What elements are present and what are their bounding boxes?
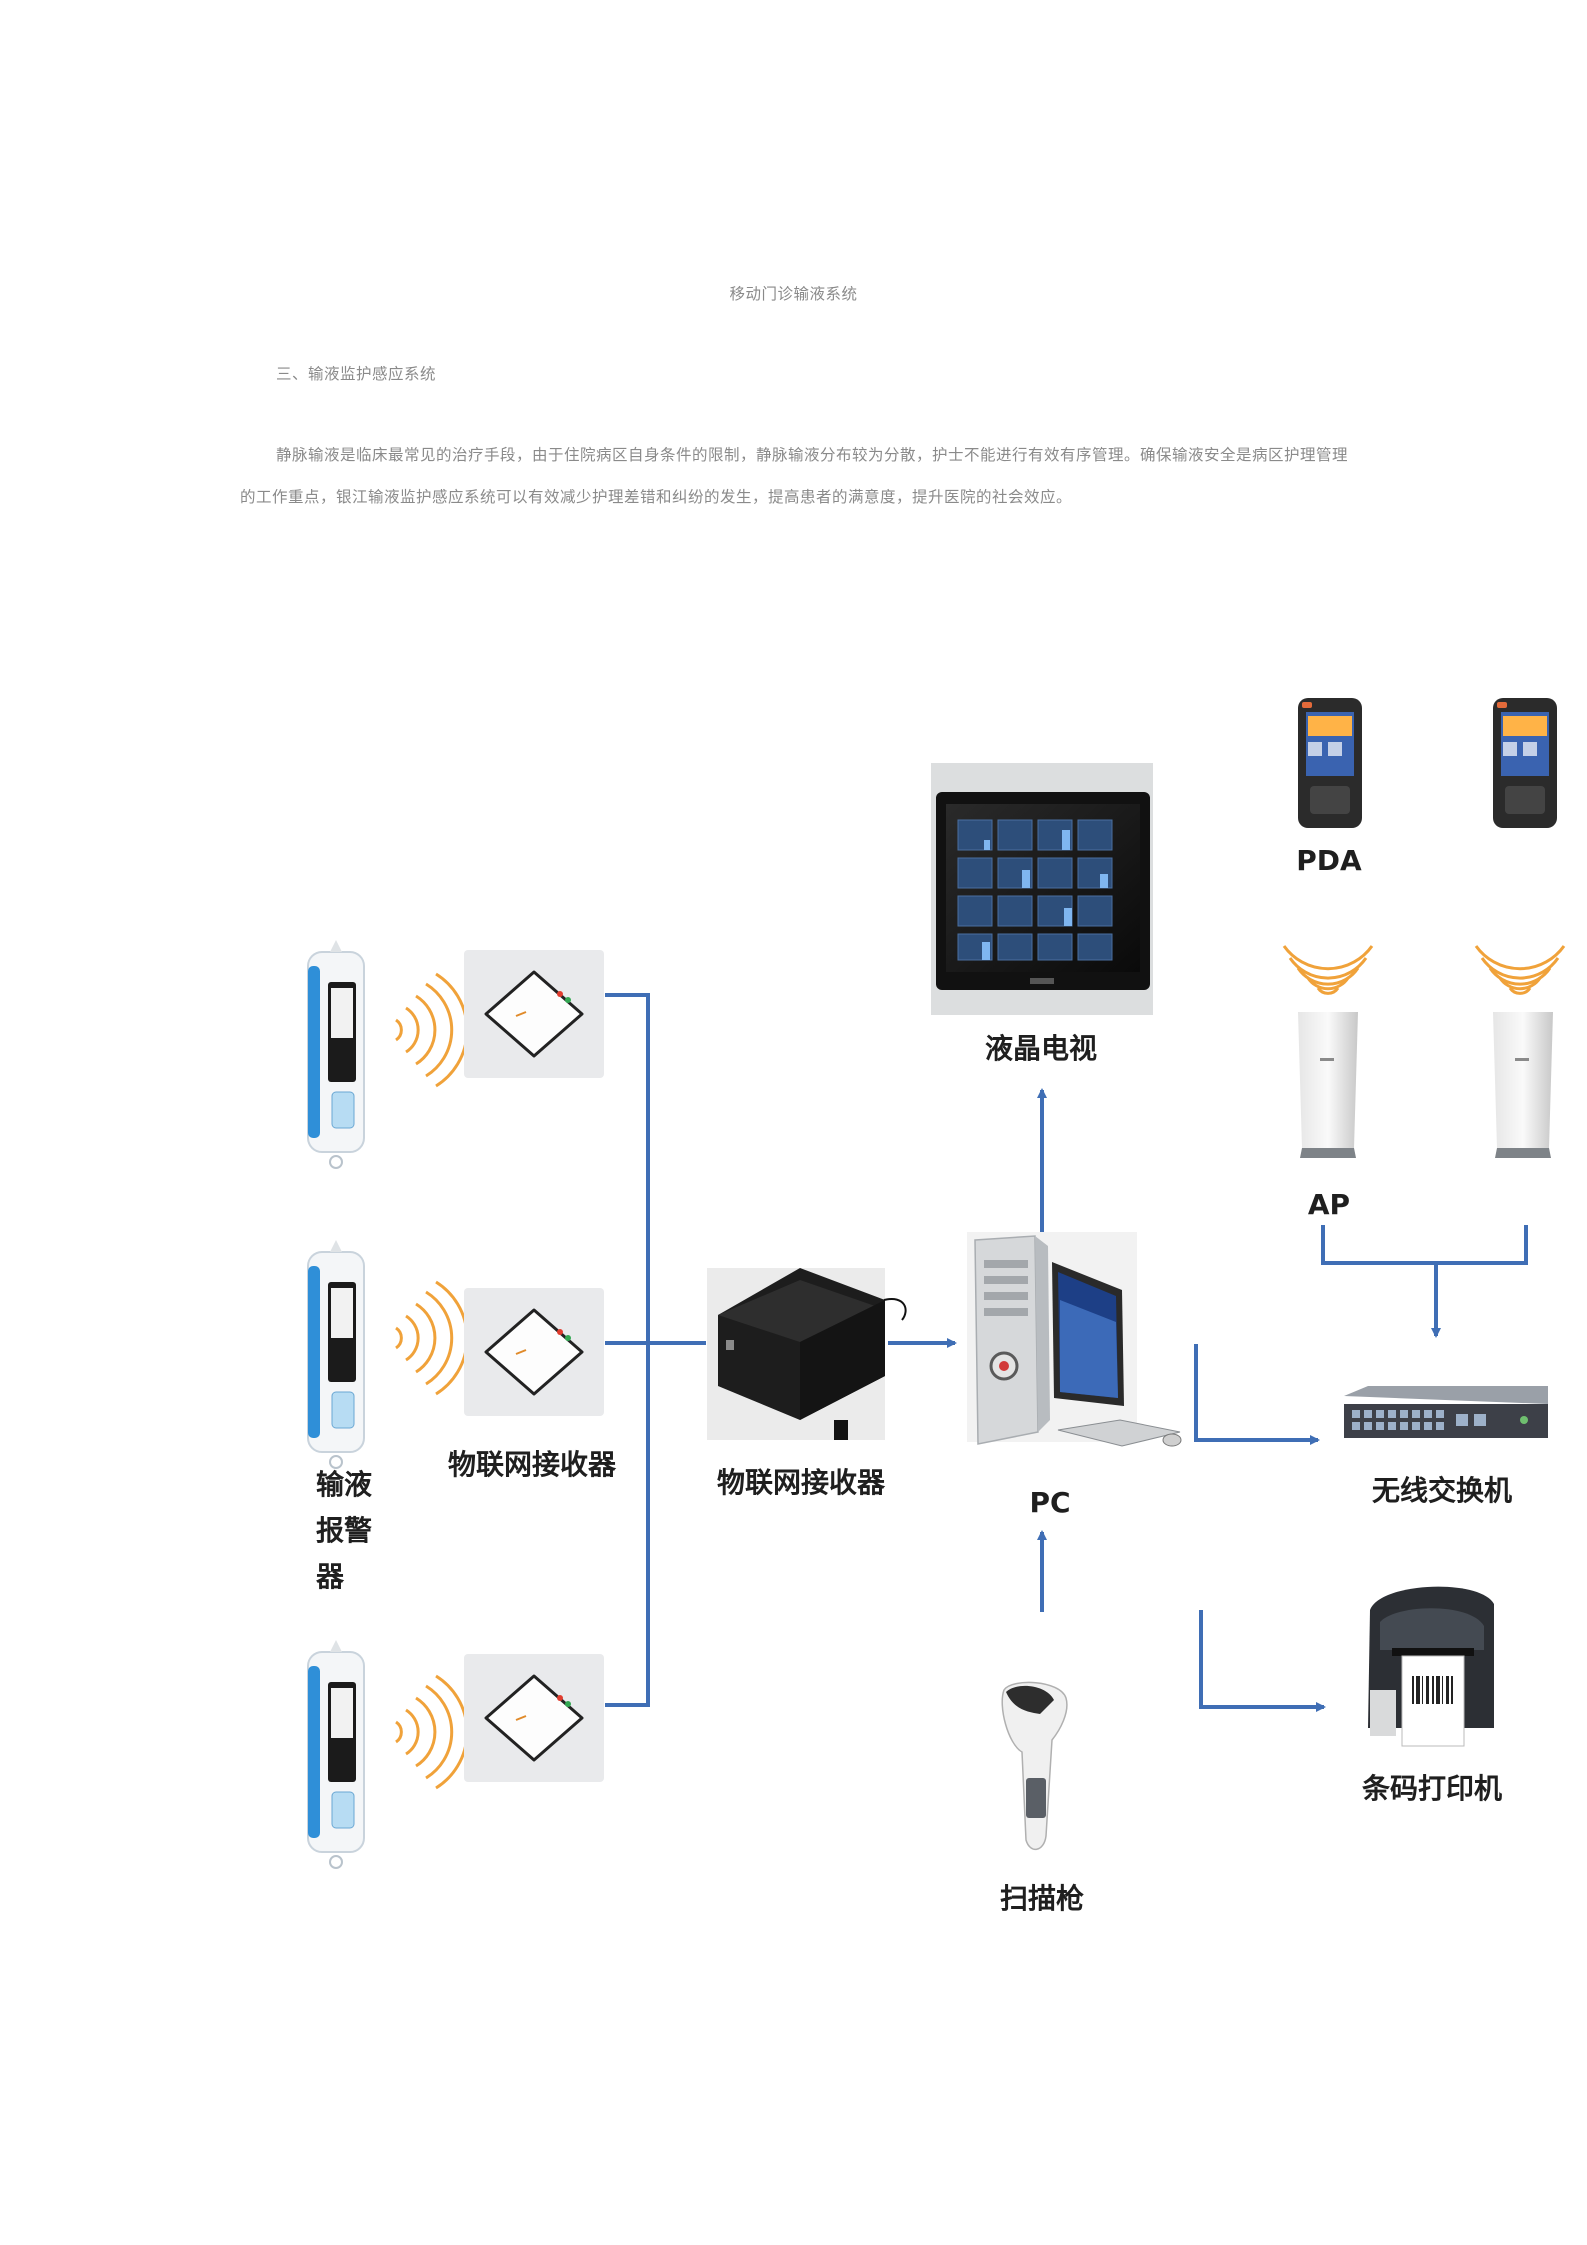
network-switch-icon <box>1344 1386 1548 1438</box>
access-point-icon <box>1493 1012 1553 1158</box>
alarm-label-line2: 报警 <box>316 1514 372 1547</box>
pda-icon <box>1493 698 1557 828</box>
pc-label: PC <box>1029 1486 1070 1519</box>
iot-receiver-icon <box>462 1286 606 1418</box>
ap-label: AP <box>1308 1188 1350 1221</box>
section-heading: 三、输液监护感应系统 <box>276 365 437 383</box>
lcd-tv-label: 液晶电视 <box>985 1032 1097 1065</box>
lcd-tv-icon <box>931 763 1153 1015</box>
switch-label: 无线交换机 <box>1372 1474 1512 1507</box>
iot-receiver-icon <box>462 1652 606 1784</box>
barcode-printer-icon <box>1368 1586 1494 1747</box>
infusion-alarm-icon <box>307 939 469 1169</box>
connector-lines <box>605 993 1528 1712</box>
access-point-icon <box>1298 1012 1358 1158</box>
rack-receiver-label: 物联网接收器 <box>717 1466 886 1499</box>
pda-label: PDA <box>1296 844 1362 877</box>
alarm-label-line1: 输液 <box>316 1468 372 1501</box>
desktop-pc-icon <box>967 1232 1182 1447</box>
iot-receiver-icon <box>462 948 606 1080</box>
printer-label: 条码打印机 <box>1362 1772 1502 1805</box>
pda-icon <box>1298 698 1362 828</box>
alarm-label-line3: 器 <box>315 1560 345 1593</box>
infusion-alarm-icon <box>307 1639 469 1869</box>
scanner-label: 扫描枪 <box>1000 1882 1084 1915</box>
infusion-alarm-icon <box>307 1239 469 1469</box>
iot-receiver-label: 物联网接收器 <box>448 1448 617 1481</box>
figure-caption: 移动门诊输液系统 <box>729 285 858 303</box>
wifi-signal-icon <box>1282 944 1374 995</box>
wifi-signal-icon <box>1474 944 1566 995</box>
barcode-scanner-icon <box>1001 1681 1068 1850</box>
rack-server-icon <box>707 1268 907 1440</box>
body-paragraph: 静脉输液是临床最常见的治疗手段，由于住院病区自身条件的限制，静脉输液分布较为分散… <box>240 446 1349 506</box>
